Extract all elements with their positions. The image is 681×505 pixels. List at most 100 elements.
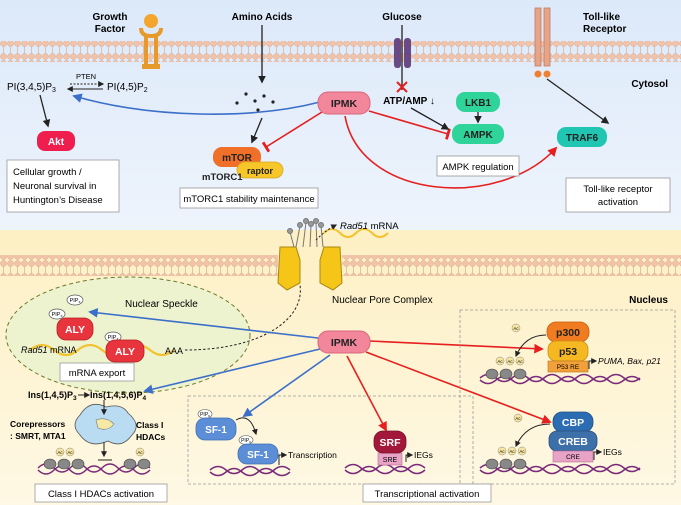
rad51-out-label: Rad51 mRNA bbox=[340, 221, 399, 232]
ins5-label: Ins(1,4,5)P3 bbox=[28, 390, 77, 402]
corepressors-label-1: Corepressors bbox=[10, 419, 66, 429]
ins6-label: Ins(1,4,5,6)P4 bbox=[90, 390, 147, 402]
sre-label: SRE bbox=[383, 457, 398, 464]
atp-to-ampk-arrow bbox=[410, 107, 450, 130]
mtorc1-outcome-box: mTORC1 stability maintenance bbox=[179, 187, 319, 209]
aly-label-1: ALY bbox=[65, 324, 85, 336]
pip-x-sf1-1: PIPx bbox=[200, 412, 210, 418]
aa-to-mtor-arrow bbox=[250, 117, 263, 144]
akt-label: Akt bbox=[48, 137, 65, 148]
atp-amp-label: ATP/AMP ↓ bbox=[383, 96, 435, 107]
plasma-membrane bbox=[0, 41, 681, 62]
ipmk-to-creb-arrow bbox=[365, 351, 552, 424]
speckle-to-npc-path bbox=[184, 284, 301, 351]
ipmk-to-p53-arrow bbox=[368, 340, 544, 354]
mtorc1-complex: mTOR raptor mTORC1 bbox=[202, 147, 284, 183]
ac-p53-4: Ac bbox=[513, 326, 519, 331]
growth-factor-label-1: Growth bbox=[93, 12, 128, 23]
transcriptional-activation-box: Transcriptional activation bbox=[362, 483, 492, 503]
tlr-outcome-line1: Toll-like receptor bbox=[583, 184, 652, 195]
pip3-label: PI(3,4,5)P3 bbox=[7, 82, 56, 94]
nuclear-envelope-right bbox=[342, 255, 681, 276]
toll-like-receptor: Toll-like Receptor bbox=[534, 7, 626, 124]
sf1-node-1 bbox=[195, 417, 237, 441]
glucose-transporter: Glucose ATP/AMP ↓ bbox=[382, 12, 435, 107]
pten-label: PTEN bbox=[76, 72, 96, 81]
mtor-label: mTOR bbox=[222, 153, 253, 164]
aaa-label: AAA bbox=[165, 346, 183, 356]
ipmk-cytosol-node: IPMK bbox=[317, 91, 371, 115]
akt-outcome-box: Cellular growth / Neuronal survival in H… bbox=[6, 159, 120, 213]
creb-label: CREB bbox=[558, 436, 588, 448]
sf1-label-1: SF-1 bbox=[205, 425, 227, 436]
akt-outcome-line3: Huntington’s Disease bbox=[13, 195, 103, 206]
pip-x-sf1-2: PIPx bbox=[241, 438, 251, 444]
ac-p53-2: Ac bbox=[507, 359, 513, 364]
ipmk-to-srf-arrow bbox=[346, 355, 387, 432]
srf-node bbox=[373, 430, 407, 454]
hdac-activation-text: Class I HDACs activation bbox=[48, 489, 154, 500]
hdac-activation-box: Class I HDACs activation bbox=[34, 483, 168, 503]
creb-iegs-label: IEGs bbox=[603, 447, 622, 457]
akt-node: Akt bbox=[37, 131, 75, 151]
ac-mark-3: Ac bbox=[137, 450, 143, 455]
amino-acids-label: Amino Acids bbox=[232, 12, 293, 23]
ipmk-to-ins-arrow bbox=[143, 348, 321, 394]
ampk-outcome-box: AMPK regulation bbox=[436, 155, 520, 177]
growth-factor-receptor: Growth Factor bbox=[93, 12, 163, 69]
ipmk-to-pi3k-arrow bbox=[72, 93, 321, 115]
mrna-export-box: mRNA export bbox=[59, 362, 135, 382]
ac-mark-2: Ac bbox=[67, 450, 73, 455]
pip-x-label-3: PIPx bbox=[108, 335, 119, 341]
growth-factor-label-2: Factor bbox=[95, 24, 126, 35]
ac-p53-1: Ac bbox=[497, 359, 503, 364]
sf1-section: PIPx SF-1 PIPx SF-1 Transcription bbox=[195, 409, 337, 477]
ampk-label: AMPK bbox=[463, 130, 493, 141]
akt-outcome-line1: Cellular growth / bbox=[13, 167, 82, 178]
akt-outcome-line2: Neuronal survival in bbox=[13, 181, 96, 192]
mtorc1-label: mTORC1 bbox=[202, 172, 243, 183]
ipmk-to-ampk-link bbox=[368, 110, 451, 140]
raptor-label: raptor bbox=[247, 166, 274, 176]
srf-iegs-label: IEGs bbox=[414, 450, 433, 460]
ac-mark-1: Ac bbox=[57, 450, 63, 455]
sf1-label-2: SF-1 bbox=[247, 450, 269, 461]
hdac-label-2: HDACs bbox=[136, 432, 166, 442]
hdac-section: Ins(1,4,5)P3 Ins(1,4,5,6)P4 Corepressors… bbox=[10, 390, 166, 475]
ampk-node: AMPK bbox=[452, 124, 504, 144]
corepressors-label-2: : SMRT, MTA1 bbox=[10, 431, 66, 441]
ac-p53-3: Ac bbox=[517, 359, 523, 364]
ac-creb-1: Ac bbox=[499, 449, 505, 454]
ipmk-to-mtor-link bbox=[261, 111, 323, 153]
amino-acids-input: Amino Acids bbox=[232, 12, 293, 112]
cre-label: CRE bbox=[566, 454, 580, 461]
ac-creb-3: Ac bbox=[519, 449, 525, 454]
exported-rad51-mrna: Rad51 mRNA bbox=[315, 221, 399, 241]
srf-section: SRE SRF IEGs bbox=[344, 430, 433, 475]
pip-x-label-1: PIPx bbox=[70, 298, 81, 304]
ac-creb-2: Ac bbox=[509, 449, 515, 454]
lipid-conversion: PI(3,4,5)P3 PTEN PI(4,5)P2 bbox=[7, 72, 148, 128]
speckle-label: Nuclear Speckle bbox=[125, 299, 198, 310]
ipmk-nucleus-node: IPMK bbox=[317, 330, 371, 354]
cytosol-label: Cytosol bbox=[631, 79, 668, 90]
srf-label: SRF bbox=[380, 437, 402, 449]
traf6-label: TRAF6 bbox=[566, 133, 599, 144]
mtorc1-outcome-text: mTORC1 stability maintenance bbox=[183, 194, 314, 205]
ipmk-cytosol-label: IPMK bbox=[331, 98, 358, 110]
ipmk-to-sf1-arrow bbox=[242, 354, 331, 418]
cbp-label: CBP bbox=[562, 417, 584, 429]
pip2-label: PI(4,5)P2 bbox=[107, 82, 148, 94]
ac-creb-4: Ac bbox=[515, 416, 521, 421]
transcription-label: Transcription bbox=[288, 450, 337, 460]
p53-label: p53 bbox=[559, 346, 577, 358]
ipmk-to-traf6-arrow bbox=[344, 115, 558, 189]
tx-region-right bbox=[459, 309, 676, 485]
creb-section: Ac Ac Ac Ac CBP CREB CRE IEGs bbox=[479, 411, 641, 475]
ampk-outcome-text: AMPK regulation bbox=[442, 162, 513, 173]
p53-targets-label: PUMA, Bax, p21 bbox=[598, 356, 661, 366]
transcriptional-activation-text: Transcriptional activation bbox=[375, 489, 480, 500]
traf6-node: TRAF6 bbox=[557, 127, 607, 147]
p53-section: Ac Ac Ac Ac p300 p53 P53 RE PUMA, Bax, p… bbox=[479, 321, 661, 385]
